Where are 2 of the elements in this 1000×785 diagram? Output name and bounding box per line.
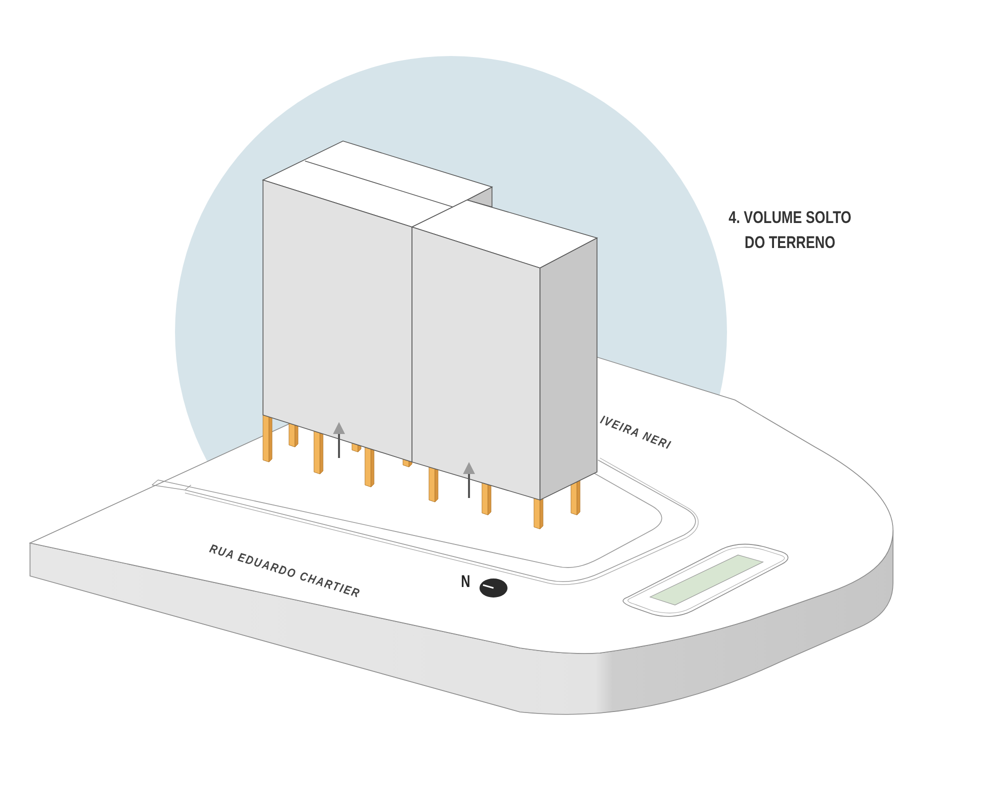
north-label: N	[461, 575, 470, 589]
diagram-title: 4. VOLUME SOLTO DO TERRENO	[728, 207, 852, 254]
